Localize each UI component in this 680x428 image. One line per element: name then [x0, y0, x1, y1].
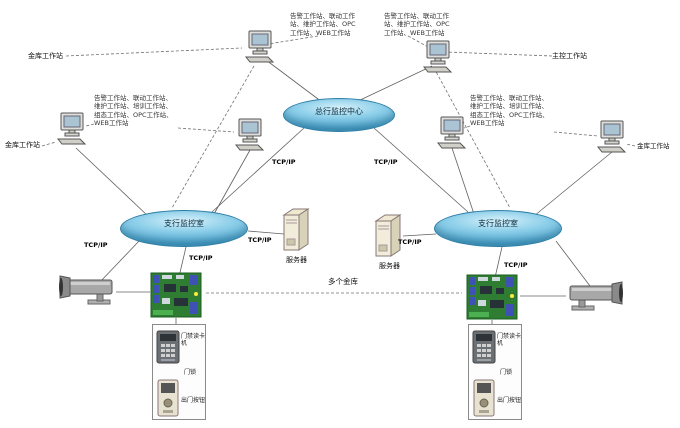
tcpip-label: TCP/IP — [272, 158, 296, 166]
annotation-top-right: 告警工作站、联动工作站、维护工作站、OPC工作站、WEB工作站 — [384, 12, 450, 37]
workstation-left-inner — [232, 118, 268, 152]
camera-right — [566, 280, 626, 312]
workstation-icon — [234, 118, 265, 151]
tcpip-label: TCP/IP — [84, 241, 108, 249]
annotation-left: 告警工作站、联动工作站、维护工作站、培训工作站、组态工作站、OPC工作站、WEB… — [94, 94, 173, 128]
server-right-label: 服务器 — [379, 262, 400, 270]
server-left — [282, 206, 310, 254]
door-devices-right: 门禁读卡机 门锁 出门按钮 — [468, 324, 522, 420]
tcpip-label: TCP/IP — [398, 238, 422, 246]
annotation-top-left: 告警工作站、联动工作站、维护工作站、OPC工作站、WEB工作站 — [290, 12, 356, 37]
annotation-right: 告警工作站、联动工作站、维护工作站、培训工作站、组态工作站、OPC工作站、WEB… — [470, 94, 549, 128]
door-reader-label: 门禁读卡机 — [181, 333, 206, 348]
card-reader-icon — [157, 379, 179, 417]
tcpip-label: TCP/IP — [189, 254, 213, 262]
access-controller-left — [150, 272, 202, 318]
workstation-icon — [422, 40, 453, 73]
workstation-top-right — [420, 40, 456, 74]
workstation-icon — [244, 30, 275, 63]
card-reader-icon — [473, 379, 495, 417]
door-lock-label: 门锁 — [184, 369, 197, 376]
server-icon — [374, 214, 402, 257]
top-right-workstation-label: 主控工作站 — [552, 52, 587, 60]
cctv-camera-icon — [59, 275, 113, 305]
far-left-workstation-label: 金库工作站 — [5, 141, 40, 149]
access-controller-board-icon — [466, 274, 518, 320]
far-right-workstation-label: 金库工作站 — [637, 142, 670, 150]
server-icon — [282, 208, 310, 251]
intercom-device-icon — [472, 330, 496, 364]
door-lock-label: 门锁 — [500, 369, 513, 376]
cctv-camera-icon — [569, 281, 623, 311]
tcpip-label: TCP/IP — [248, 236, 272, 244]
workstation-left-outer — [54, 112, 90, 146]
exit-button-label: 出门按钮 — [497, 397, 522, 404]
workstation-icon — [596, 120, 627, 153]
branch-left-network-label: 支行监控室 — [164, 219, 204, 228]
server-left-label: 服务器 — [286, 256, 307, 264]
camera-left — [56, 274, 116, 306]
intercom-device-icon — [156, 330, 180, 364]
workstation-top-left — [242, 30, 278, 64]
workstation-icon — [56, 112, 87, 145]
exit-button-label: 出门按钮 — [181, 397, 206, 404]
tcpip-label: TCP/IP — [504, 261, 528, 269]
server-right — [374, 212, 402, 260]
workstation-icon — [436, 116, 467, 149]
head-office-network-label: 总行监控中心 — [315, 107, 363, 116]
door-reader-label: 门禁读卡机 — [497, 333, 522, 348]
access-controller-board-icon — [150, 272, 202, 318]
top-left-workstation-label: 金库工作站 — [28, 52, 63, 60]
branch-right-network-ellipse: 支行监控室 — [434, 210, 562, 247]
access-controller-right — [466, 274, 518, 320]
workstation-right-inner — [434, 116, 470, 150]
head-office-network-ellipse: 总行监控中心 — [283, 98, 395, 132]
tcpip-label: TCP/IP — [374, 158, 398, 166]
branch-left-network-ellipse: 支行监控室 — [120, 210, 248, 247]
workstation-right-outer — [594, 120, 630, 154]
multi-vault-label: 多个金库 — [328, 277, 358, 286]
door-devices-left: 门禁读卡机 门锁 出门按钮 — [152, 324, 206, 420]
branch-right-network-label: 支行监控室 — [478, 219, 518, 228]
